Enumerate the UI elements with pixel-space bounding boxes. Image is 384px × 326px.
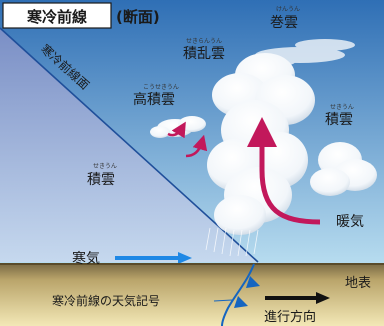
front-symbol-label: 寒冷前線の天気記号 <box>52 293 160 308</box>
cold-front-plane-line <box>0 27 259 263</box>
updraft-small-arrow-1 <box>167 121 186 139</box>
warm-air-arrow <box>247 117 321 225</box>
cirrus-label: 巻雲 <box>270 15 298 31</box>
cold-air-arrow-head <box>178 252 192 264</box>
cold-front-symbol-triangle-1 <box>246 276 260 288</box>
rain <box>205 227 259 257</box>
cold-air-label: 寒気 <box>72 250 100 267</box>
cumulus-right-label: 積雲 <box>325 112 353 128</box>
updraft-small-arrow-2 <box>185 134 208 158</box>
direction-label: 進行方向 <box>264 309 316 325</box>
warm-air-label: 暖気 <box>336 214 364 230</box>
cumulonimbus-label: 積乱雲 <box>183 46 225 62</box>
ground-label: 地表 <box>345 276 371 291</box>
direction-arrow-head <box>316 292 330 304</box>
title-box <box>2 2 112 29</box>
cumulus-right-furigana: せきうん <box>330 104 354 111</box>
cumulus-cloud-right <box>310 142 377 196</box>
cumulonimbus-furigana: せきらんうん <box>186 38 222 45</box>
cumulus-left-furigana: せきうん <box>93 163 117 170</box>
altocumulus-label: 高積雲 <box>133 91 175 108</box>
title-suffix: (断面) <box>116 8 160 26</box>
cirrus-furigana: けんうん <box>276 6 300 13</box>
cold-front-symbol-line <box>221 263 255 326</box>
altocumulus-furigana: こうせきうん <box>143 84 179 91</box>
symbol-pointer <box>213 299 233 302</box>
cold-front-symbol-triangle-2 <box>234 296 248 308</box>
cumulus-left-label: 積雲 <box>87 172 115 188</box>
title-boxed: 寒冷前線 <box>27 8 87 26</box>
